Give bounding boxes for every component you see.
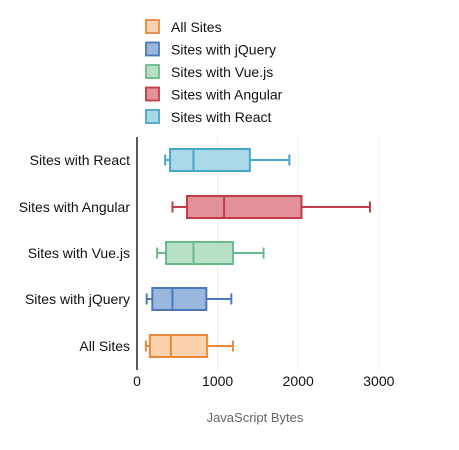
- legend-label-sites-with-jquery: Sites with jQuery: [171, 42, 276, 58]
- x-axis: 0 1000 2000 3000: [133, 373, 395, 389]
- legend-item-sites-with-vue-js: Sites with Vue.js: [145, 64, 273, 80]
- iqr-box-all-sites: [148, 334, 209, 358]
- legend-item-all-sites: All Sites: [145, 19, 222, 35]
- legend-label-all-sites: All Sites: [171, 19, 222, 35]
- box-sites-with-react: [164, 148, 291, 172]
- iqr-box-sites-with-jquery: [151, 287, 208, 311]
- legend-label-sites-with-react: Sites with React: [171, 109, 271, 125]
- x-tick-label-2000: 2000: [283, 373, 314, 389]
- box-sites-with-jquery: [145, 287, 233, 311]
- legend-swatch-all-sites: [145, 19, 160, 34]
- legend-swatch-sites-with-vue-js: [145, 64, 160, 79]
- x-tick-label-1000: 1000: [202, 373, 233, 389]
- y-tick-label-sites-with-jquery: Sites with jQuery: [25, 291, 130, 307]
- iqr-box-sites-with-react: [169, 148, 251, 172]
- legend-swatch-sites-with-jquery: [145, 41, 160, 57]
- legend-item-sites-with-react: Sites with React: [145, 109, 271, 125]
- box-sites-with-angular: [171, 195, 371, 219]
- x-axis-label: JavaScript Bytes: [207, 410, 304, 425]
- legend-label-sites-with-angular: Sites with Angular: [171, 87, 283, 103]
- x-tick-label-0: 0: [133, 373, 141, 389]
- legend-item-sites-with-jquery: Sites with jQuery: [145, 41, 276, 58]
- y-tick-label-sites-with-react: Sites with React: [30, 152, 130, 168]
- box-all-sites: [144, 334, 234, 358]
- iqr-box-sites-with-vue-js: [165, 241, 234, 265]
- legend-swatch-sites-with-react: [145, 109, 160, 124]
- legend-label-sites-with-vue-js: Sites with Vue.js: [171, 64, 273, 80]
- y-tick-label-all-sites: All Sites: [79, 338, 130, 354]
- x-tick-label-3000: 3000: [363, 373, 394, 389]
- iqr-box-sites-with-angular: [185, 195, 303, 219]
- legend-item-sites-with-angular: Sites with Angular: [145, 86, 283, 103]
- box-sites-with-vue-js: [156, 241, 265, 265]
- y-axis: All Sites Sites with jQuery Sites with Vue…: [19, 137, 138, 370]
- y-tick-label-sites-with-angular: Sites with Angular: [19, 199, 131, 215]
- legend-swatch-sites-with-angular: [145, 86, 160, 102]
- box-series: [144, 148, 371, 358]
- y-tick-label-sites-with-vue-js: Sites with Vue.js: [28, 245, 130, 261]
